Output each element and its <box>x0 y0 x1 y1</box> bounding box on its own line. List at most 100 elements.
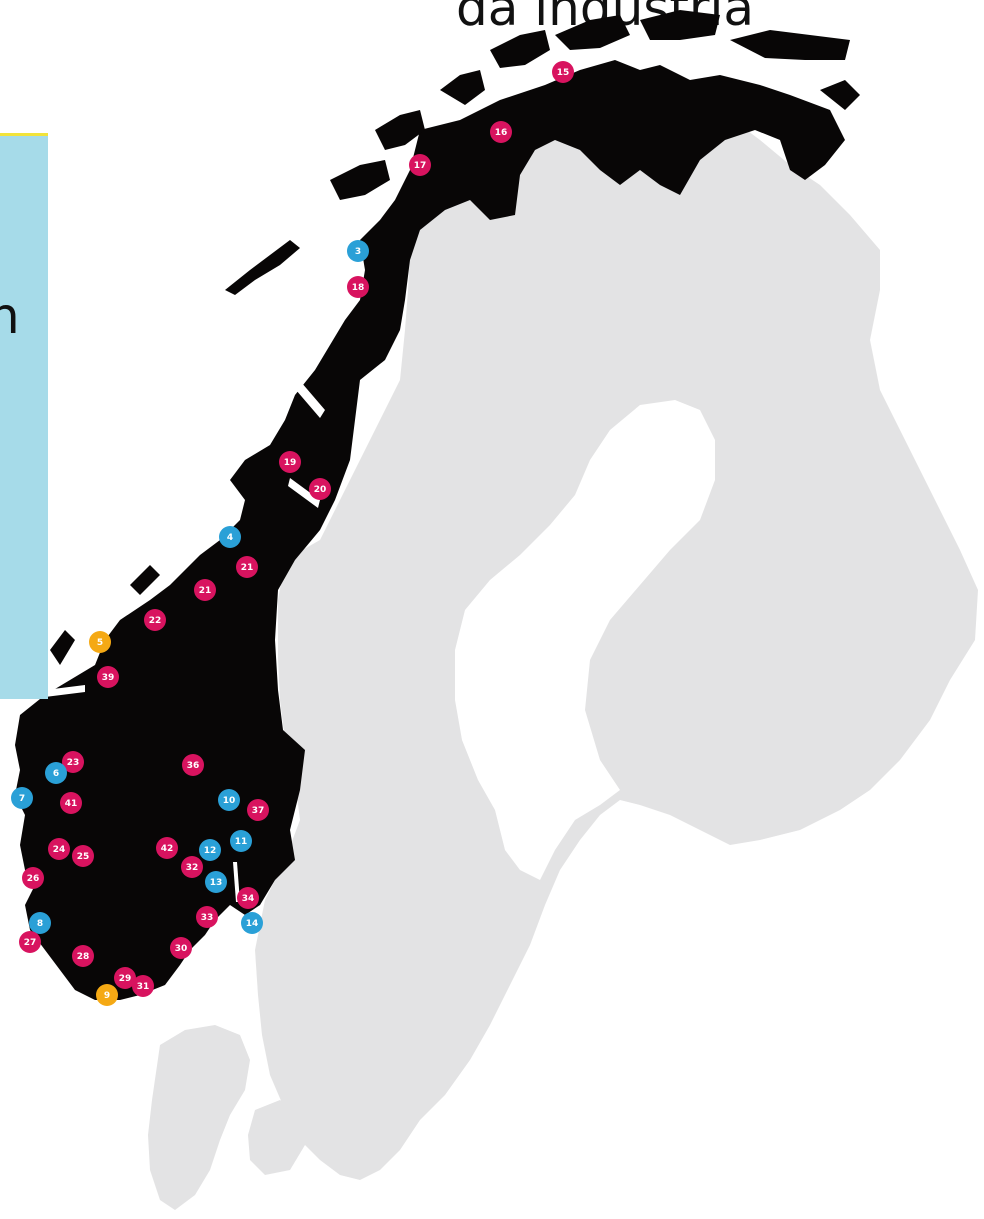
map-marker-39: 39 <box>97 666 119 688</box>
marker-dot <box>196 906 218 928</box>
map-marker-20: 20 <box>309 478 331 500</box>
marker-dot <box>181 856 203 878</box>
marker-label: 27 <box>24 938 37 948</box>
marker-label: 10 <box>223 796 236 806</box>
denmark-islands <box>248 1100 305 1175</box>
marker-label: 11 <box>235 837 248 847</box>
marker-dot <box>552 61 574 83</box>
marker-dot <box>132 975 154 997</box>
panel-text-fragment: n <box>0 287 20 345</box>
info-panel <box>0 133 48 699</box>
map-marker-15: 15 <box>552 61 574 83</box>
marker-label: 4 <box>227 533 233 543</box>
marker-dot <box>219 526 241 548</box>
marker-dot <box>205 871 227 893</box>
map-marker-4: 4 <box>219 526 241 548</box>
western-island-b <box>130 565 160 595</box>
denmark <box>148 1025 250 1210</box>
marker-label: 20 <box>314 485 327 495</box>
marker-label: 28 <box>77 952 90 962</box>
map-marker-28: 28 <box>72 945 94 967</box>
marker-dot <box>19 931 41 953</box>
map-marker-16: 16 <box>490 121 512 143</box>
marker-dot <box>11 787 33 809</box>
northern-islands-d <box>490 30 550 68</box>
marker-dot <box>60 792 82 814</box>
northern-islands-a <box>330 160 390 200</box>
map-marker-24: 24 <box>48 838 70 860</box>
map-marker-21: 21 <box>194 579 216 601</box>
marker-label: 42 <box>161 844 174 854</box>
marker-label: 9 <box>104 991 110 1001</box>
map-marker-33: 33 <box>196 906 218 928</box>
western-island-a <box>50 630 75 665</box>
map-marker-30: 30 <box>170 937 192 959</box>
marker-dot <box>72 845 94 867</box>
map-marker-22: 22 <box>144 609 166 631</box>
marker-dot <box>199 839 221 861</box>
marker-label: 15 <box>557 68 570 78</box>
marker-dot <box>247 799 269 821</box>
marker-label: 13 <box>210 878 223 888</box>
marker-dot <box>347 276 369 298</box>
map-marker-17: 17 <box>409 154 431 176</box>
marker-label: 41 <box>65 799 78 809</box>
map-marker-18: 18 <box>347 276 369 298</box>
northern-islands-e <box>555 15 630 50</box>
northern-islands-b <box>375 110 425 150</box>
marker-dot <box>236 556 258 578</box>
map-marker-23: 23 <box>62 751 84 773</box>
marker-label: 12 <box>204 846 217 856</box>
marker-dot <box>409 154 431 176</box>
marker-label: 3 <box>355 247 361 257</box>
marker-dot <box>29 912 51 934</box>
marker-dot <box>22 867 44 889</box>
gulf-of-bothnia <box>455 400 715 880</box>
map-marker-8: 8 <box>29 912 51 934</box>
northern-islands-c <box>440 70 485 105</box>
marker-label: 19 <box>284 458 297 468</box>
marker-label: 26 <box>27 874 40 884</box>
marker-dot <box>230 830 252 852</box>
map-marker-3: 3 <box>347 240 369 262</box>
marker-dot <box>347 240 369 262</box>
norway-landmass <box>15 60 845 1000</box>
marker-label: 29 <box>119 974 132 984</box>
map-marker-14: 14 <box>241 912 263 934</box>
marker-label: 31 <box>137 982 150 992</box>
neighbor-land <box>148 95 978 1210</box>
marker-dot <box>182 754 204 776</box>
map-marker-9: 9 <box>96 984 118 1006</box>
marker-dot <box>156 837 178 859</box>
marker-label: 39 <box>102 673 115 683</box>
marker-dot <box>62 751 84 773</box>
marker-dot <box>72 945 94 967</box>
marker-label: 24 <box>53 845 66 855</box>
marker-label: 32 <box>186 863 199 873</box>
map-marker-6: 6 <box>45 762 67 784</box>
marker-label: 7 <box>19 794 25 804</box>
map-marker-27: 27 <box>19 931 41 953</box>
map-marker-12: 12 <box>199 839 221 861</box>
marker-dot <box>170 937 192 959</box>
map-marker-42: 42 <box>156 837 178 859</box>
marker-dot <box>490 121 512 143</box>
marker-label: 6 <box>53 769 59 779</box>
marker-label: 36 <box>187 761 200 771</box>
fjord-cut-trondheim <box>288 478 320 508</box>
map-marker-11: 11 <box>230 830 252 852</box>
marker-dot <box>89 631 111 653</box>
marker-dot <box>96 984 118 1006</box>
marker-dot <box>194 579 216 601</box>
map-marker-21: 21 <box>236 556 258 578</box>
map-marker-34: 34 <box>237 887 259 909</box>
sweden-finland-landmass <box>255 95 978 1180</box>
map-marker-5: 5 <box>89 631 111 653</box>
marker-dot <box>237 887 259 909</box>
northern-islands-f <box>640 10 720 40</box>
marker-label: 18 <box>352 283 365 293</box>
map-marker-13: 13 <box>205 871 227 893</box>
